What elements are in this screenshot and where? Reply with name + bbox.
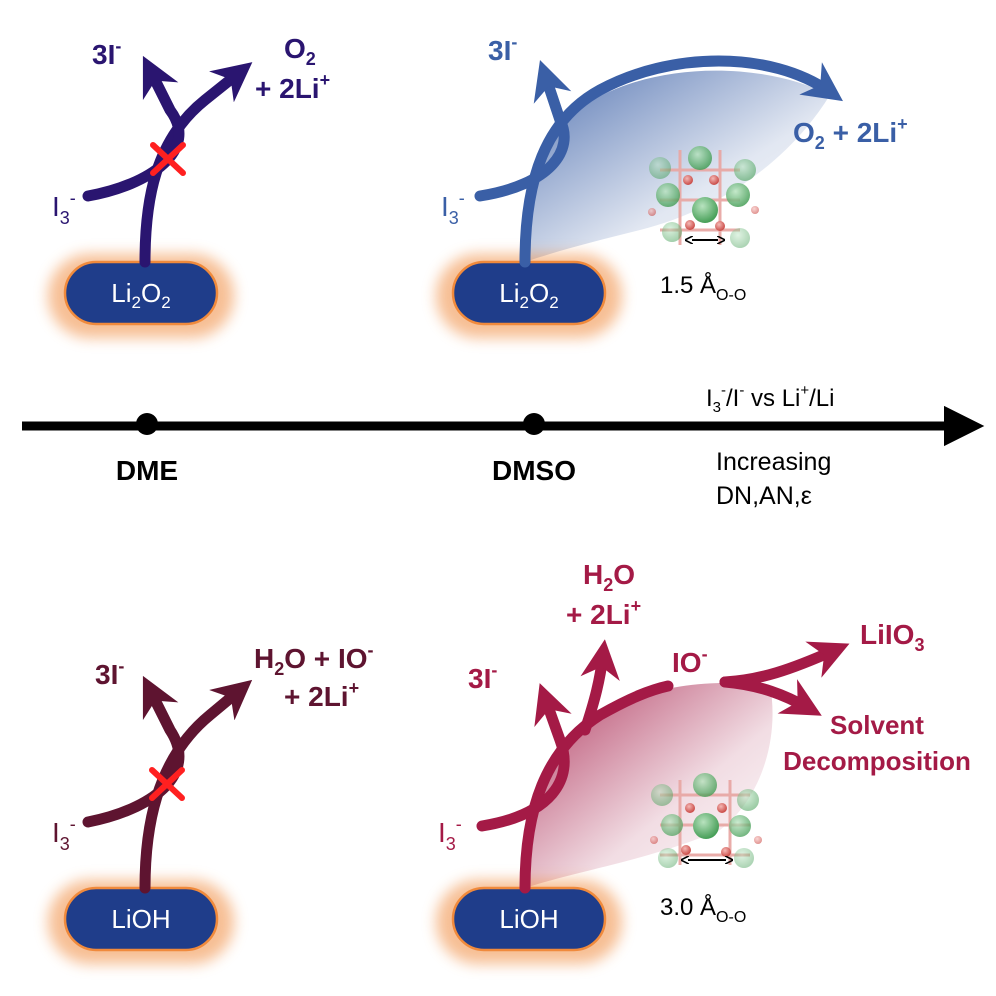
product-h2o: H2O [583,559,635,595]
distance-label: 3.0 ÅO-O [660,893,746,926]
potential-label: I3-/I- vs Li+/Li [706,382,835,416]
arrow-to-3i [474,59,572,202]
panel-bottom-left: LiOH 3I- H2O + IO- + 2Li+ I3- [48,640,374,964]
reactant-i3: I3- [52,814,76,854]
pathway-fan [525,70,830,262]
product-decomposition: Decomposition [783,746,971,776]
product-2li: + 2Li+ [566,596,641,630]
arrow-to-h2o [579,639,620,736]
product-3i: 3I- [468,660,497,694]
intermediate-io: IO- [672,644,708,678]
product-o2: O2 [284,33,316,69]
axis-point-dme [136,413,158,435]
arrow-to-decomposition [719,676,822,716]
substrate-label: LiOH [499,904,558,934]
product-o2-2li: O2 + 2Li+ [793,114,908,153]
panel-bottom-right: 3.0 ÅO-O LiOH H2O + 2Li+ 3I- IO- LiIO3 S… [436,559,971,964]
arrow-to-liio3 [719,641,850,688]
blocked-cross [150,142,186,176]
arrow-to-3i [82,55,185,202]
product-3i: 3I- [488,32,517,66]
axis-label-dme: DME [116,455,178,486]
arrow-to-3i [476,683,572,832]
axis-point-dmso [523,413,545,435]
crystal-structure [648,146,759,248]
substrate-label: Li2O2 [111,278,170,312]
distance-label: 1.5 ÅO-O [660,271,746,304]
product-liio3: LiIO3 [860,619,924,655]
product-3i: 3I- [92,36,121,70]
product-2li: + 2Li+ [284,678,359,712]
product-3i: 3I- [95,656,124,690]
crystal-structure [650,773,762,868]
trend-label-line2: DN,AN,ε [716,482,812,510]
solvent-axis: DME DMSO I3-/I- vs Li+/Li Increasing DN,… [22,382,985,510]
arrow-to-3i [82,675,185,828]
product-2li: + 2Li+ [255,70,330,104]
trend-label-line1: Increasing [716,448,831,476]
reactant-i3: I3- [52,188,76,228]
product-h2o-io: H2O + IO- [254,640,374,679]
panel-top-left: Li2O2 3I- O2 + 2Li+ I3- [48,33,330,338]
reactant-i3: I3- [441,188,465,228]
axis-label-dmso: DMSO [492,455,576,486]
arrow-to-o2 [519,55,843,268]
reactant-i3: I3- [438,814,462,854]
blocked-cross [149,767,185,801]
panel-top-right: 1.5 ÅO-O Li2O2 3I- O2 + 2Li+ I3- [436,32,908,338]
substrate-label: LiOH [111,904,170,934]
product-solvent: Solvent [830,710,924,740]
substrate-label: Li2O2 [499,278,558,312]
